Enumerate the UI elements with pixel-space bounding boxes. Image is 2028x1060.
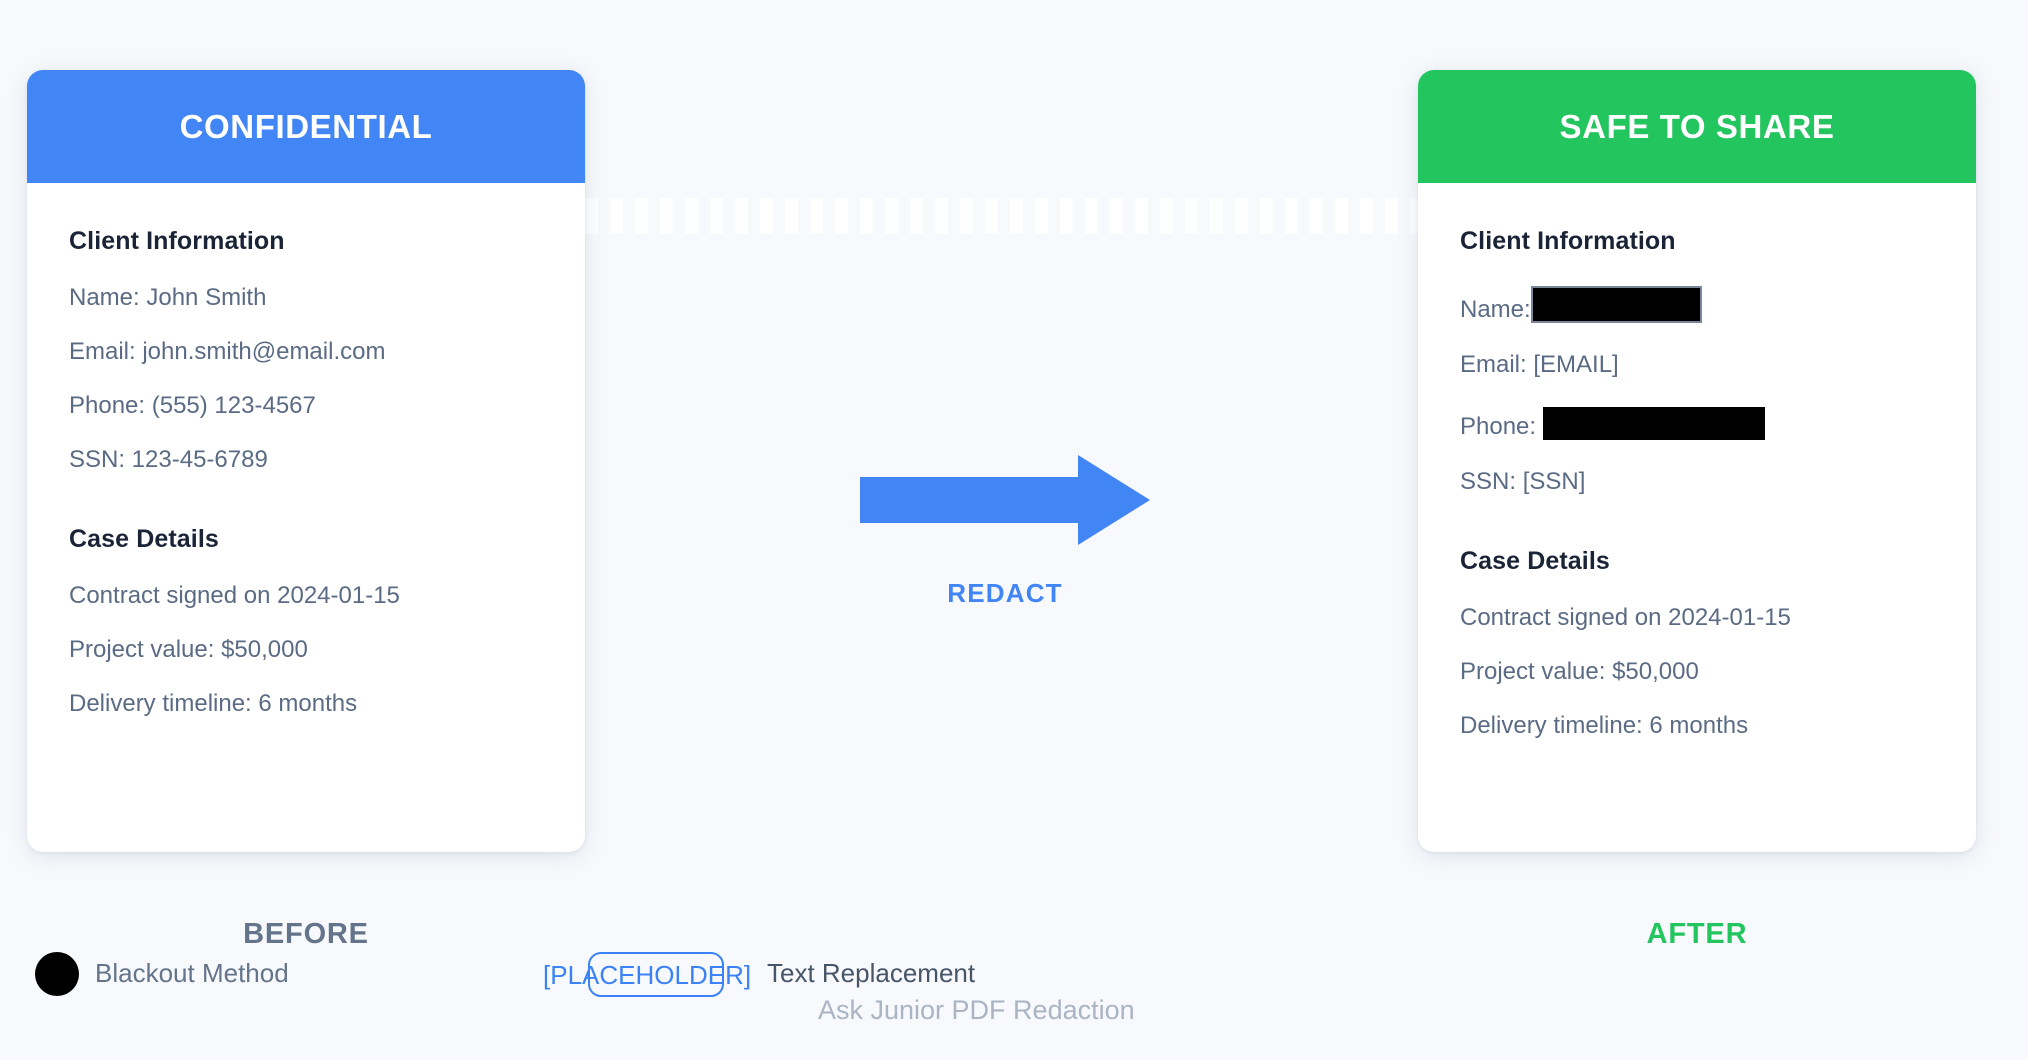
before-case-details-heading: Case Details	[69, 525, 219, 553]
after-document-card[interactable]: SAFE TO SHARE Client Information Name: E…	[1418, 70, 1976, 852]
after-field-contract-date: Contract signed on 2024-01-15	[1460, 604, 1791, 631]
placeholder-outline-icon	[588, 952, 724, 997]
email-placeholder-token: [EMAIL]	[1533, 351, 1619, 378]
before-label: BEFORE	[243, 918, 369, 950]
after-field-delivery-timeline: Delivery timeline: 6 months	[1460, 712, 1749, 739]
before-card-body: Client Information Name: John Smith Emai…	[27, 183, 585, 852]
blackout-dot-icon	[35, 952, 79, 996]
phone-redaction-bar	[1542, 407, 1765, 440]
after-field-name-label: Name:	[1460, 296, 1531, 323]
before-field-contract-date: Contract signed on 2024-01-15	[69, 582, 400, 609]
after-client-information-heading: Client Information	[1460, 227, 1676, 255]
after-label: AFTER	[1646, 918, 1748, 950]
before-client-information-heading: Client Information	[69, 227, 285, 255]
before-field-email: Email: john.smith@email.com	[69, 338, 386, 365]
after-field-phone: Phone:	[1460, 407, 1934, 440]
after-field-email: Email: [EMAIL]	[1460, 353, 1934, 377]
before-field-name: Name: John Smith	[69, 284, 267, 311]
after-field-name: Name:	[1460, 286, 1934, 323]
text-replacement-label: Text Replacement	[767, 958, 976, 988]
before-document-card[interactable]: CONFIDENTIAL Client Information Name: Jo…	[27, 70, 585, 852]
redact-arrow-label: REDACT	[947, 578, 1063, 608]
after-field-email-label: Email:	[1460, 351, 1527, 378]
name-redaction-bar	[1530, 286, 1702, 323]
after-field-phone-label: Phone:	[1460, 413, 1537, 440]
after-field-project-value: Project value: $50,000	[1460, 658, 1699, 685]
after-field-ssn-label: SSN:	[1460, 468, 1517, 495]
before-field-delivery-timeline: Delivery timeline: 6 months	[69, 690, 358, 717]
before-field-phone: Phone: (555) 123-4567	[69, 392, 316, 419]
before-field-project-value: Project value: $50,000	[69, 636, 308, 663]
safe-to-share-banner: SAFE TO SHARE	[1418, 70, 1976, 183]
confidential-banner-label: CONFIDENTIAL	[179, 107, 433, 145]
after-case-details-heading: Case Details	[1460, 547, 1610, 575]
after-field-ssn: SSN: [SSN]	[1460, 470, 1934, 494]
safe-to-share-banner-label: SAFE TO SHARE	[1559, 107, 1835, 145]
blackout-method-label: Blackout Method	[95, 958, 289, 988]
redact-arrow-icon	[860, 455, 1150, 545]
watermark-label: Ask Junior PDF Redaction	[818, 995, 1135, 1025]
confidential-banner: CONFIDENTIAL	[27, 70, 585, 183]
ssn-placeholder-token: [SSN]	[1522, 468, 1586, 495]
before-field-ssn: SSN: 123-45-6789	[69, 446, 268, 473]
after-card-body: Client Information Name: Email: [EMAIL] …	[1418, 183, 1976, 852]
